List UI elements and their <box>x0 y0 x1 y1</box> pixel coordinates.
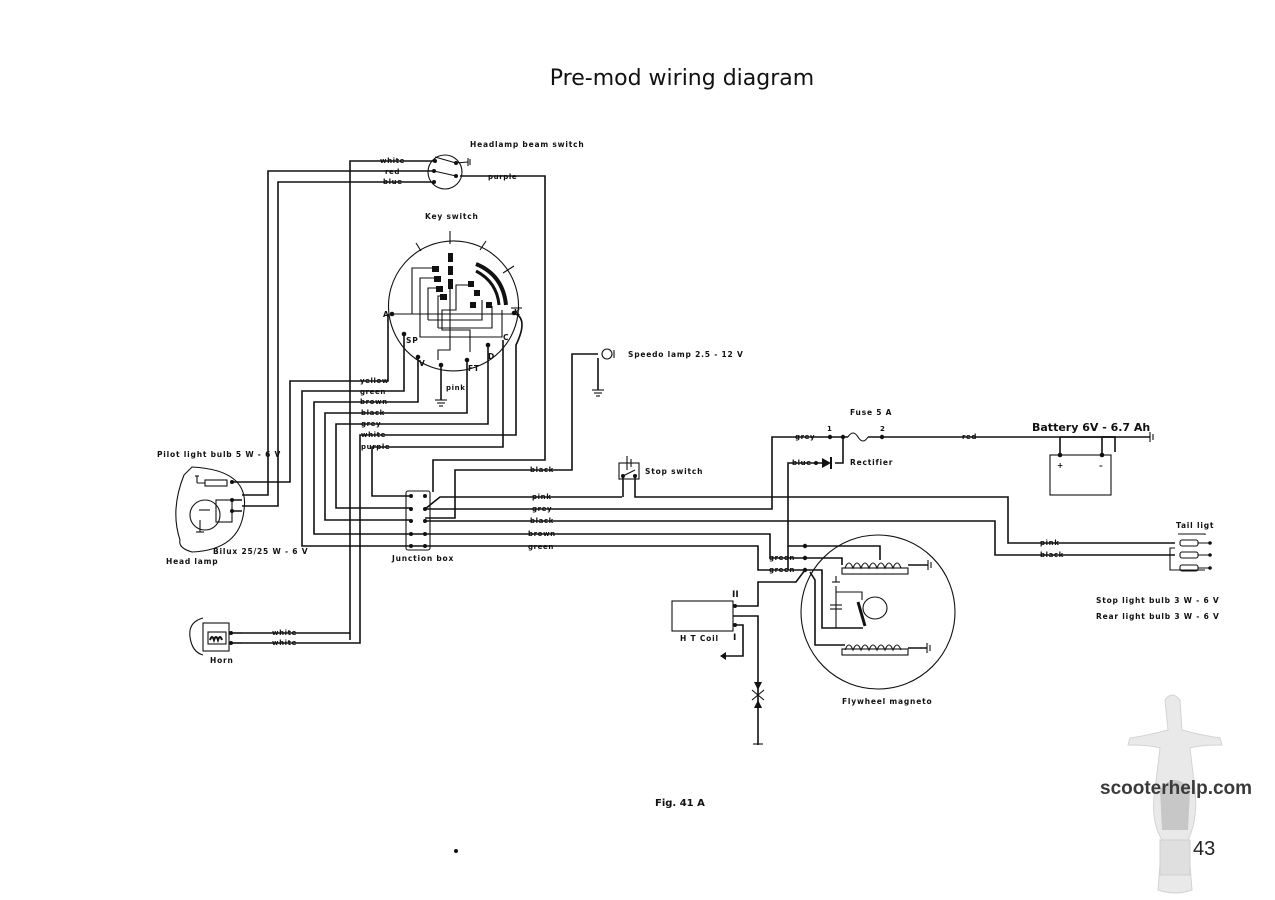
ht-coil-label: H T Coil <box>680 634 719 643</box>
battery: Battery 6V - 6.7 Ah + – <box>1032 421 1154 496</box>
wire-label-white: white <box>272 629 297 637</box>
wire-label-pink: pink <box>446 384 465 392</box>
wire-label-black: black <box>530 466 554 474</box>
ht-coil-terminal-II: II <box>732 590 739 600</box>
battery-plus: + <box>1057 461 1064 470</box>
terminal-D: D <box>488 352 495 361</box>
wire-label-grey: grey <box>795 433 815 441</box>
wire-label-purple: purple <box>361 443 390 451</box>
wire-label-yellow: yellow <box>360 377 389 385</box>
stop-switch: Stop switch <box>618 456 1175 544</box>
wire-label-white: white <box>380 157 405 165</box>
key-switch-label: Key switch <box>425 212 479 221</box>
wire-label-green: green <box>360 388 386 396</box>
rectifier-label: Rectifier <box>850 458 893 467</box>
headlamp-beam-switch: Headlamp beam switch <box>427 140 585 190</box>
wire-label-white: white <box>272 639 297 647</box>
wire-label-red: red <box>385 168 400 176</box>
wire-label-black: black <box>1040 551 1064 559</box>
junction-box-label: Junction box <box>391 554 454 563</box>
stop-switch-label: Stop switch <box>645 467 703 476</box>
wire-label-pink: pink <box>1040 539 1059 547</box>
bilux-bulb-label: Bilux 25/25 W - 6 V <box>213 547 308 556</box>
wire-label-pink: pink <box>532 493 551 501</box>
terminal-FT: FT <box>468 364 480 373</box>
watermark: scooterhelp.com <box>1100 778 1252 799</box>
speedo-lamp-label: Speedo lamp 2.5 - 12 V <box>628 350 744 359</box>
scooter-watermark-icon <box>1127 694 1223 894</box>
terminal-SP: SP <box>406 336 419 345</box>
terminal-C: C <box>503 333 509 342</box>
fuse-terminal-1: 1 <box>827 425 832 433</box>
battery-minus: – <box>1099 461 1104 470</box>
fuse-terminal-2: 2 <box>880 425 885 433</box>
rear-light-bulb-label: Rear light bulb 3 W - 6 V <box>1096 612 1220 621</box>
horn-label: Horn <box>210 656 234 665</box>
tail-light-label: Tail ligt <box>1176 521 1214 530</box>
ht-coil: H T Coil II I <box>671 569 806 745</box>
pilot-light-label: Pilot light bulb 5 W - 6 V <box>157 450 281 459</box>
spark-plug <box>751 682 765 745</box>
figure-caption: Fig. 41 A <box>655 798 705 809</box>
terminal-K: K <box>514 308 521 317</box>
headlamp-beam-switch-label: Headlamp beam switch <box>470 140 585 149</box>
stop-light-bulb-label: Stop light bulb 3 W - 6 V <box>1096 596 1220 605</box>
wire-label-brown: brown <box>528 530 556 538</box>
wire-label-green: green <box>528 543 554 551</box>
wire-label-black: black <box>361 409 385 417</box>
wire-label-red: red <box>962 433 977 441</box>
speedo-lamp: Speedo lamp 2.5 - 12 V <box>425 348 744 519</box>
terminal-V: V <box>419 359 426 368</box>
diagram-title: Pre-mod wiring diagram <box>550 66 814 91</box>
wire-label-brown: brown <box>360 398 388 406</box>
junction-box: Junction box <box>391 490 454 563</box>
wire-label-blue: blue <box>383 178 403 186</box>
horn: Horn <box>189 617 234 665</box>
terminal-A: A <box>383 310 390 319</box>
page-number: 43 <box>1193 838 1215 860</box>
tail-light: Tail ligt Stop light bulb 3 W - 6 V Rear… <box>1096 521 1220 621</box>
wire-label-green: green <box>769 554 795 562</box>
wire-label-white: white <box>361 431 386 439</box>
flywheel-magneto-label: Flywheel magneto <box>842 697 932 706</box>
wire-label-black: black <box>530 517 554 525</box>
head-lamp-label: Head lamp <box>166 557 218 566</box>
wire-label-blue: blue <box>792 459 812 467</box>
ht-coil-terminal-I: I <box>733 633 736 643</box>
rectifier: Rectifier <box>787 437 893 570</box>
wire-label-purple: purple <box>488 173 517 181</box>
wire-label-green: green <box>769 566 795 574</box>
battery-label: Battery 6V - 6.7 Ah <box>1032 421 1150 434</box>
fuse-label: Fuse 5 A <box>850 408 892 417</box>
wire-label-grey: grey <box>361 420 381 428</box>
wire-label-grey: grey <box>532 505 552 513</box>
head-lamp: Pilot light bulb 5 W - 6 V Bilux 25/25 W… <box>157 450 308 566</box>
flywheel-magneto: Flywheel magneto <box>788 534 956 706</box>
key-switch: Key switch <box>383 212 522 373</box>
